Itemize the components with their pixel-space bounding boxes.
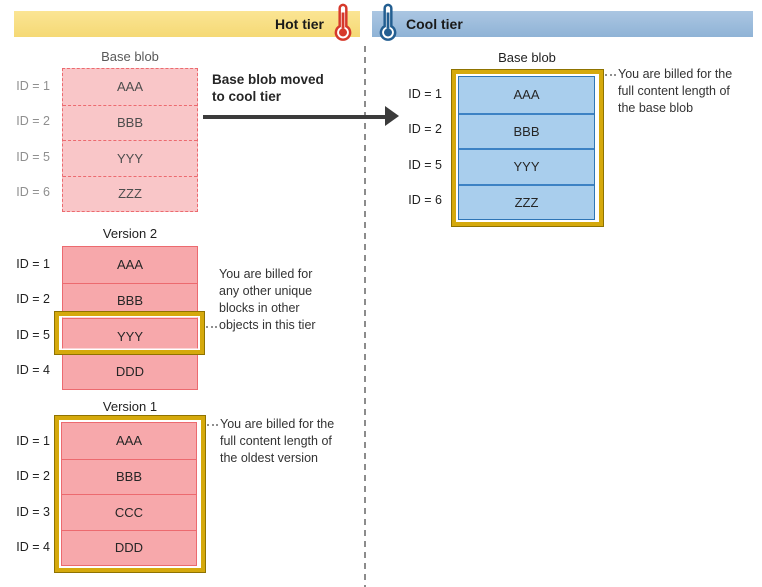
block-row: AAA xyxy=(116,79,143,95)
cool-tier-header: Cool tier xyxy=(372,3,753,41)
version1-box: AAA BBB CCC DDD xyxy=(61,422,197,566)
block-id: ID = 5 xyxy=(408,157,442,172)
block-id: ID = 5 xyxy=(16,327,50,342)
block-id: ID = 1 xyxy=(408,86,442,101)
block-row: BBB xyxy=(63,104,197,141)
hot-tier-header: Hot tier xyxy=(14,3,360,41)
block-id: ID = 1 xyxy=(16,78,50,93)
block-id: ID = 4 xyxy=(16,540,50,555)
cool-tier-label: Cool tier xyxy=(406,16,463,32)
block-row: DDD xyxy=(63,353,197,390)
cool-base-blob-title: Base blob xyxy=(498,50,556,65)
version1-title: Version 1 xyxy=(102,399,158,414)
hot-tier-label: Hot tier xyxy=(275,16,324,32)
move-arrow-line xyxy=(203,115,386,119)
block-id: ID = 2 xyxy=(16,114,50,129)
cool-base-blob-box: AAA BBB YYY ZZZ xyxy=(458,76,595,220)
block-id: ID = 6 xyxy=(408,193,442,208)
block-id: ID = 1 xyxy=(16,433,50,448)
tier-divider-dashed-line xyxy=(364,46,366,587)
block-row: BBB xyxy=(459,112,594,149)
hot-base-blob-box: AAA BBB YYY ZZZ xyxy=(62,68,198,212)
version2-title: Version 2 xyxy=(102,226,158,241)
block-row: DDD xyxy=(62,529,196,566)
block-row: YYY xyxy=(459,148,594,184)
version1-note-connector xyxy=(207,424,218,426)
version2-note-connector xyxy=(206,326,217,328)
move-arrow-head xyxy=(385,106,399,126)
move-annotation: Base blob moved to cool tier xyxy=(212,72,324,104)
block-row: CCC xyxy=(62,494,196,530)
version2-id-column: ID = 1 ID = 2 ID = 5 ID = 4 xyxy=(4,246,50,388)
block-id: ID = 1 xyxy=(16,256,50,271)
hot-base-blob-id-column: ID = 1 ID = 2 ID = 5 ID = 6 xyxy=(4,68,50,210)
hot-base-blob-title: Base blob xyxy=(101,49,159,64)
block-id: ID = 2 xyxy=(408,122,442,137)
thermometer-cool-icon xyxy=(379,3,397,41)
version2-box: AAA BBB YYY DDD xyxy=(62,246,198,390)
block-row: YYY xyxy=(63,140,197,176)
block-id: ID = 3 xyxy=(16,504,50,519)
version1-id-column: ID = 1 ID = 2 ID = 3 ID = 4 xyxy=(4,423,50,565)
version1-billed-highlight-frame: AAA BBB CCC DDD xyxy=(54,415,206,573)
cool-base-blob-id-column: ID = 1 ID = 2 ID = 5 ID = 6 xyxy=(396,76,442,218)
block-id: ID = 2 xyxy=(16,469,50,484)
block-id: ID = 5 xyxy=(16,149,50,164)
cool-base-blob-highlight-frame: AAA BBB YYY ZZZ xyxy=(451,69,604,227)
version1-billing-note: You are billed for the full content leng… xyxy=(220,417,335,465)
block-row: AAA xyxy=(115,433,142,449)
block-row: BBB xyxy=(62,458,196,495)
block-row: YYY xyxy=(63,318,197,354)
cool-billing-note: You are billed for the full content leng… xyxy=(618,67,733,115)
block-row: AAA xyxy=(513,87,540,103)
version2-billing-note: You are billed for any other unique bloc… xyxy=(219,267,316,332)
block-row: AAA xyxy=(116,257,143,273)
block-row: BBB xyxy=(63,282,197,319)
block-id: ID = 4 xyxy=(16,363,50,378)
block-id: ID = 6 xyxy=(16,185,50,200)
thermometer-hot-icon xyxy=(334,3,352,41)
block-row: ZZZ xyxy=(63,175,197,212)
cool-note-connector xyxy=(605,74,616,76)
block-id: ID = 2 xyxy=(16,292,50,307)
block-row: ZZZ xyxy=(459,183,594,220)
